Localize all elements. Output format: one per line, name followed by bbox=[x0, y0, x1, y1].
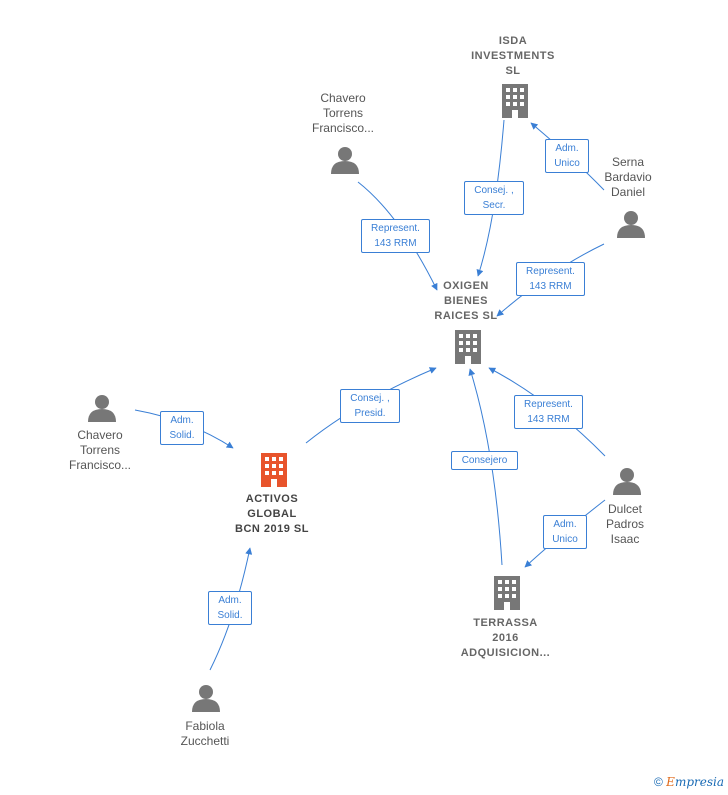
building-icon bbox=[494, 576, 520, 610]
person-label-serna[interactable]: Serna Bardavio Daniel bbox=[604, 155, 652, 199]
person-icon bbox=[88, 395, 116, 422]
company-label-oxigen[interactable]: OXIGEN BIENES RAICES SL bbox=[434, 280, 498, 322]
person-icon bbox=[617, 211, 645, 238]
edge-label-adm-unico: Adm. Unico bbox=[545, 139, 589, 173]
edge-label-consejero: Consejero bbox=[451, 451, 518, 470]
person-icon bbox=[613, 468, 641, 495]
edge-label-represent: Represent. 143 RRM bbox=[516, 262, 585, 296]
company-label-terrassa[interactable]: TERRASSA 2016 ADQUISICION... bbox=[460, 617, 551, 659]
edge-label-represent: Represent. 143 RRM bbox=[361, 219, 430, 253]
brand-first-letter: E bbox=[666, 775, 675, 789]
brand-name: mpresia bbox=[674, 775, 724, 789]
person-label-chavero-top[interactable]: Chavero Torrens Francisco... bbox=[311, 91, 374, 135]
person-label-dulcet[interactable]: Dulcet Padros Isaac bbox=[605, 502, 645, 546]
edge-label-consej-presid: Consej. , Presid. bbox=[340, 389, 400, 423]
person-label-fabiola[interactable]: Fabiola Zucchetti bbox=[180, 719, 230, 748]
edge-label-adm-solid: Adm. Solid. bbox=[160, 411, 204, 445]
building-icon bbox=[502, 84, 528, 118]
copyright-symbol: © bbox=[653, 775, 663, 789]
person-icon bbox=[331, 147, 359, 174]
company-label-activos[interactable]: ACTIVOS GLOBAL BCN 2019 SL bbox=[235, 493, 309, 535]
person-icon bbox=[192, 685, 220, 712]
company-label-isda[interactable]: ISDA INVESTMENTS SL bbox=[471, 35, 555, 77]
person-label-chavero-left[interactable]: Chavero Torrens Francisco... bbox=[68, 428, 131, 472]
edge-label-adm-unico: Adm. Unico bbox=[543, 515, 587, 549]
edge-label-adm-solid: Adm. Solid. bbox=[208, 591, 252, 625]
building-icon-main bbox=[261, 453, 287, 487]
edge-label-consej-secr: Consej. , Secr. bbox=[464, 181, 524, 215]
building-icon bbox=[455, 330, 481, 364]
edge-label-represent: Represent. 143 RRM bbox=[514, 395, 583, 429]
footer-brand: © Empresia bbox=[654, 775, 724, 789]
